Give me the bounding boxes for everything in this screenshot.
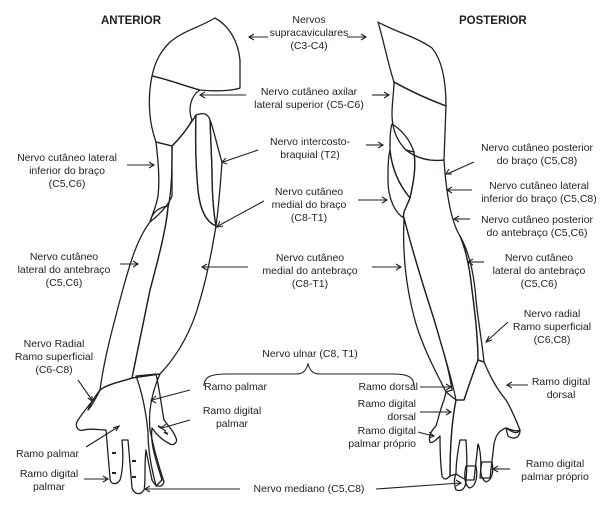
label-medial-forearm: Nervo cutâneo medial do antebraço (C8-T1… (262, 252, 358, 290)
post-medial-forearm-region (402, 217, 453, 393)
ant-lateral-forearm-region (99, 205, 169, 391)
ant-lateral-inferior-arm-region (149, 141, 173, 223)
ant-ulnar-hand-region (135, 373, 178, 487)
ant-radial-region (87, 389, 101, 411)
label-ant-digital-palmar: Ramo digital palmar (19, 468, 79, 493)
post-fingertip-3 (480, 461, 494, 483)
ulnar-nerve-brace (203, 362, 415, 387)
post-lateral-forearm-region (459, 235, 485, 363)
posterior-heading: POSTERIOR (459, 15, 527, 27)
label-ant-lateral-inferior-arm: Nervo cutâneo lateral inferior do braço … (17, 152, 117, 190)
label-post-lateral-inferior-arm: Nervo cutâneo lateral inferior do braço … (481, 180, 597, 205)
post-fingertip-2 (464, 465, 478, 489)
ant-medial-arm-region (209, 119, 223, 227)
anterior-arm (75, 17, 241, 495)
label-intercostobrachial: Nervo intercosto- braquial (T2) (270, 136, 350, 161)
label-ulnar-nerve: Nervo ulnar (C8, T1) (262, 348, 358, 360)
post-axillary-region (391, 81, 447, 162)
label-ulnar-digital-palmar: Ramo digital palmar (202, 405, 262, 430)
post-ulnar-hand-region (428, 391, 457, 480)
pointer-arrows (77, 33, 528, 493)
ant-medial-forearm-region (131, 114, 217, 379)
label-ant-palmar-branch: Ramo palmar (16, 448, 80, 460)
label-ulnar-digital-palmar-proprio: Ramo digital palmar próprio (348, 425, 416, 450)
ant-median-hand-region (75, 373, 165, 495)
label-post-posterior-arm: Nervo cutâneo posterior do braço (C5,C8) (480, 142, 594, 167)
label-ulnar-palmar: Ramo palmar (204, 381, 268, 393)
label-ulnar-dorsal: Ramo dorsal (358, 381, 418, 393)
label-post-posterior-forearm: Nervo cutâneo posterior do antebraço (C5… (480, 214, 594, 239)
post-thumb-tip (505, 427, 521, 439)
label-axillary: Nervo cutâneo axilar lateral superior (C… (254, 86, 364, 111)
label-median-nerve: Nervo mediano (C5,C8) (253, 483, 365, 495)
label-post-digital-palmar-proprio: Ramo digital palmar próprio (521, 458, 589, 483)
label-ulnar-digital-dorsal: Ramo digital dorsal (357, 398, 416, 423)
label-ant-radial-superficial: Nervo Radial Ramo superficial (C6-C8) (14, 338, 94, 376)
post-supraclavicular-region (377, 21, 447, 107)
ant-axillary-region (148, 75, 201, 147)
label-post-digital-dorsal: Ramo digital dorsal (531, 376, 591, 401)
label-post-radial-superficial: Nervo radial Ramo superficial (C6,C8) (512, 308, 592, 346)
post-lateral-inferior-arm-region (387, 149, 411, 219)
label-ant-lateral-forearm: Nervo cutâneo lateral do antebraço (C5,C… (17, 251, 111, 289)
anterior-heading: ANTERIOR (101, 15, 162, 27)
label-supraclavicular: Nervos supracaviculares (C3-C4) (269, 14, 349, 52)
post-posterior-forearm-region (402, 149, 479, 401)
posterior-arm (377, 21, 521, 492)
label-post-lateral-forearm: Nervo cutâneo lateral do antebraço (C5,C… (492, 252, 586, 290)
label-medial-arm: Nervo cutâneo medial do braço (C8-T1) (271, 186, 347, 224)
